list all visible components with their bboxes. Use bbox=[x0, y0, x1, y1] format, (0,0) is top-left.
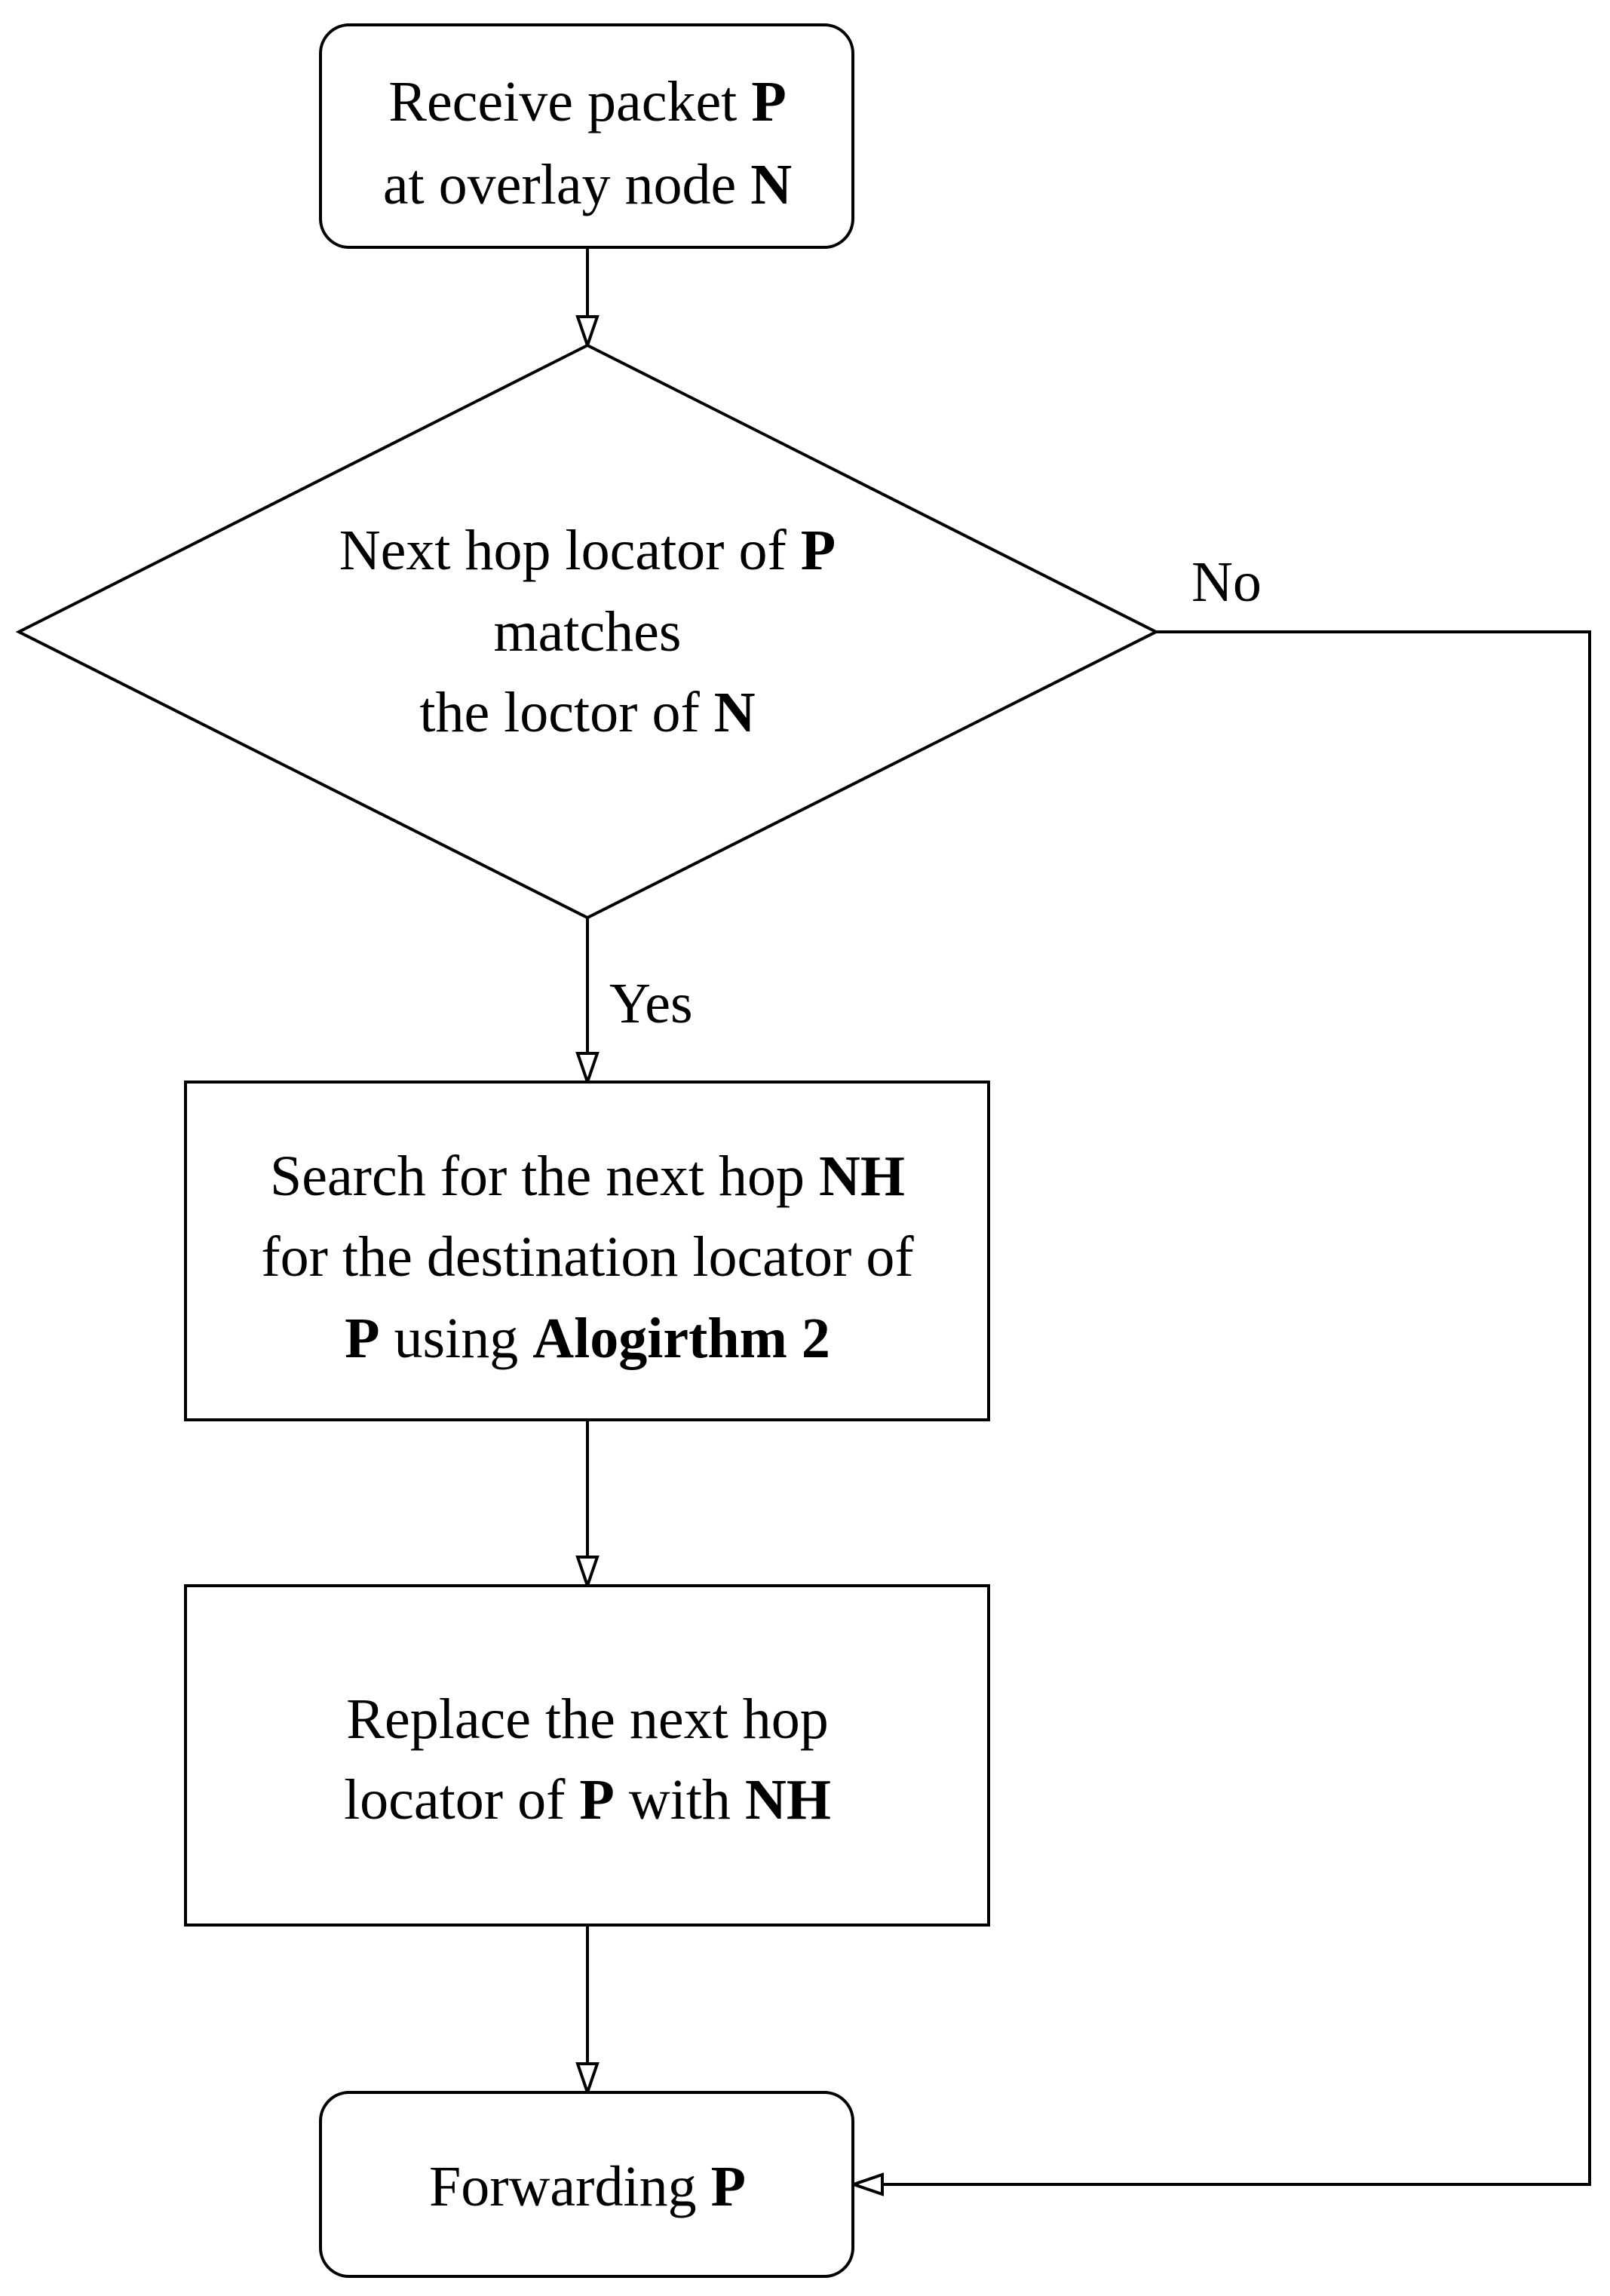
decision-line-1-run-2: P bbox=[801, 519, 836, 582]
decision-line-1: Next hop locator of P bbox=[339, 519, 836, 582]
decision-line-3-run-2: N bbox=[714, 681, 756, 744]
end-line-1: Forwarding P bbox=[429, 2155, 746, 2218]
start-line-1-run-2: P bbox=[751, 70, 786, 133]
arrowhead-no-to-end bbox=[848, 2172, 884, 2196]
search-line-2: for the destination locator of bbox=[261, 1225, 914, 1289]
replace-line-1-run-1: Replace the next hop bbox=[346, 1688, 828, 1751]
no-label: No bbox=[1191, 550, 1262, 614]
search-line-2-run-1: for the destination locator of bbox=[261, 1225, 914, 1289]
search-line-3-run-1: P bbox=[345, 1307, 379, 1370]
search-line-1: Search for the next hop NH bbox=[270, 1145, 905, 1208]
replace-line-2-run-3: with bbox=[615, 1768, 745, 1832]
end-node-text: Forwarding P bbox=[429, 2155, 746, 2218]
decision-line-3-run-1: the loctor of bbox=[419, 681, 713, 744]
search-node-text: Search for the next hop NH for the destin… bbox=[261, 1145, 914, 1370]
replace-line-2: locator of P with NH bbox=[344, 1768, 831, 1832]
arrowhead-search-to-replace bbox=[575, 1556, 600, 1591]
decision-line-2-run-1: matches bbox=[493, 600, 681, 664]
replace-line-2-run-1: locator of bbox=[344, 1768, 579, 1832]
edge-decision-no-to-end bbox=[876, 630, 1591, 2186]
replace-line-2-run-4: NH bbox=[745, 1768, 831, 1832]
decision-line-2: matches bbox=[493, 600, 681, 664]
search-line-1-run-1: Search for the next hop bbox=[270, 1145, 819, 1208]
replace-line-2-run-2: P bbox=[579, 1768, 614, 1832]
search-line-1-run-2: NH bbox=[819, 1145, 905, 1208]
replace-node-text: Replace the next hop locator of P with NH bbox=[344, 1688, 831, 1832]
start-line-2: at overlay node N bbox=[383, 153, 792, 216]
start-line-2-run-2: N bbox=[750, 153, 792, 216]
search-node: Search for the next hop NH for the destin… bbox=[184, 1081, 990, 1421]
search-line-3: P using Alogirthm 2 bbox=[345, 1307, 830, 1370]
start-line-1-run-1: Receive packet bbox=[388, 70, 751, 133]
arrowhead-start-to-decision bbox=[575, 315, 600, 351]
start-line-1: Receive packet P bbox=[388, 70, 787, 133]
end-line-1-run-2: P bbox=[711, 2155, 746, 2218]
replace-node: Replace the next hop locator of P with NH bbox=[184, 1584, 990, 1927]
decision-line-1-run-1: Next hop locator of bbox=[339, 519, 801, 582]
search-line-3-run-2: using bbox=[380, 1307, 533, 1370]
arrowhead-decision-to-search bbox=[575, 1052, 600, 1087]
search-line-3-run-3: Alogirthm 2 bbox=[532, 1307, 830, 1370]
end-node: Forwarding P bbox=[319, 2091, 854, 2278]
yes-label: Yes bbox=[609, 972, 693, 1035]
start-line-2-run-1: at overlay node bbox=[383, 153, 750, 216]
replace-line-1: Replace the next hop bbox=[346, 1688, 828, 1751]
arrowhead-replace-to-end bbox=[575, 2062, 600, 2098]
decision-line-3: the loctor of N bbox=[419, 681, 755, 744]
end-line-1-run-1: Forwarding bbox=[429, 2155, 711, 2218]
